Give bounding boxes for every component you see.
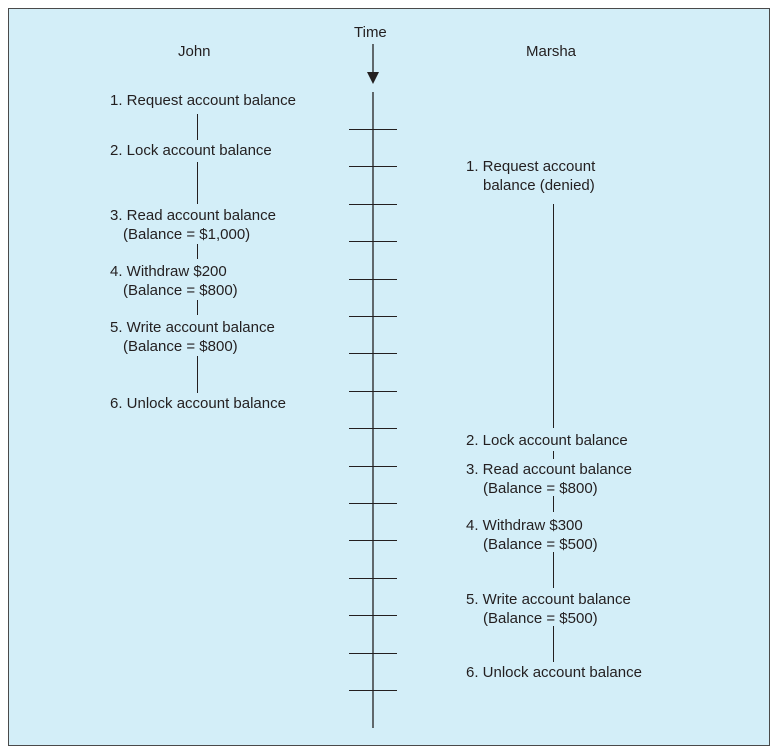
marsha-step-4-balance: (Balance = $500) [483,536,598,553]
marsha-step-1: 1. Request account [466,158,596,175]
marsha-connector-2-3 [553,451,554,459]
marsha-step-4: 4. Withdraw $300 [466,517,583,534]
john-connector-1-2 [197,114,198,140]
john-connector-5-6 [197,356,198,393]
john-step-5-balance: (Balance = $800) [123,338,238,355]
john-connector-4-5 [197,300,198,315]
john-connector-3-4 [197,244,198,259]
john-step-6: 6. Unlock account balance [110,395,286,412]
john-step-3-balance: (Balance = $1,000) [123,226,251,243]
time-axis-ticks [349,129,397,691]
marsha-step-5-balance: (Balance = $500) [483,610,598,627]
marsha-connector-3-4 [553,496,554,512]
marsha-connector-4-5 [553,552,554,588]
john-step-4: 4. Withdraw $200 [110,263,227,280]
time-header: Time [354,24,387,41]
marsha-step-2: 2. Lock account balance [466,432,628,449]
marsha-connector-1-2 [553,204,554,428]
john-step-5: 5. Write account balance [110,319,275,336]
time-arrow-head [367,72,379,84]
marsha-connector-5-6 [553,626,554,662]
marsha-step-3: 3. Read account balance [466,461,632,478]
marsha-step-3-balance: (Balance = $800) [483,480,598,497]
marsha-step-5: 5. Write account balance [466,591,631,608]
john-step-4-balance: (Balance = $800) [123,282,238,299]
marsha-header: Marsha [526,43,577,60]
marsha-step-1-status: balance (denied) [483,177,595,194]
john-connector-2-3 [197,162,198,204]
john-header: John [178,43,211,60]
john-step-2: 2. Lock account balance [110,142,272,159]
marsha-step-6: 6. Unlock account balance [466,664,642,681]
john-step-3: 3. Read account balance [110,207,276,224]
john-step-1: 1. Request account balance [110,92,296,109]
diagram-panel [8,8,770,746]
